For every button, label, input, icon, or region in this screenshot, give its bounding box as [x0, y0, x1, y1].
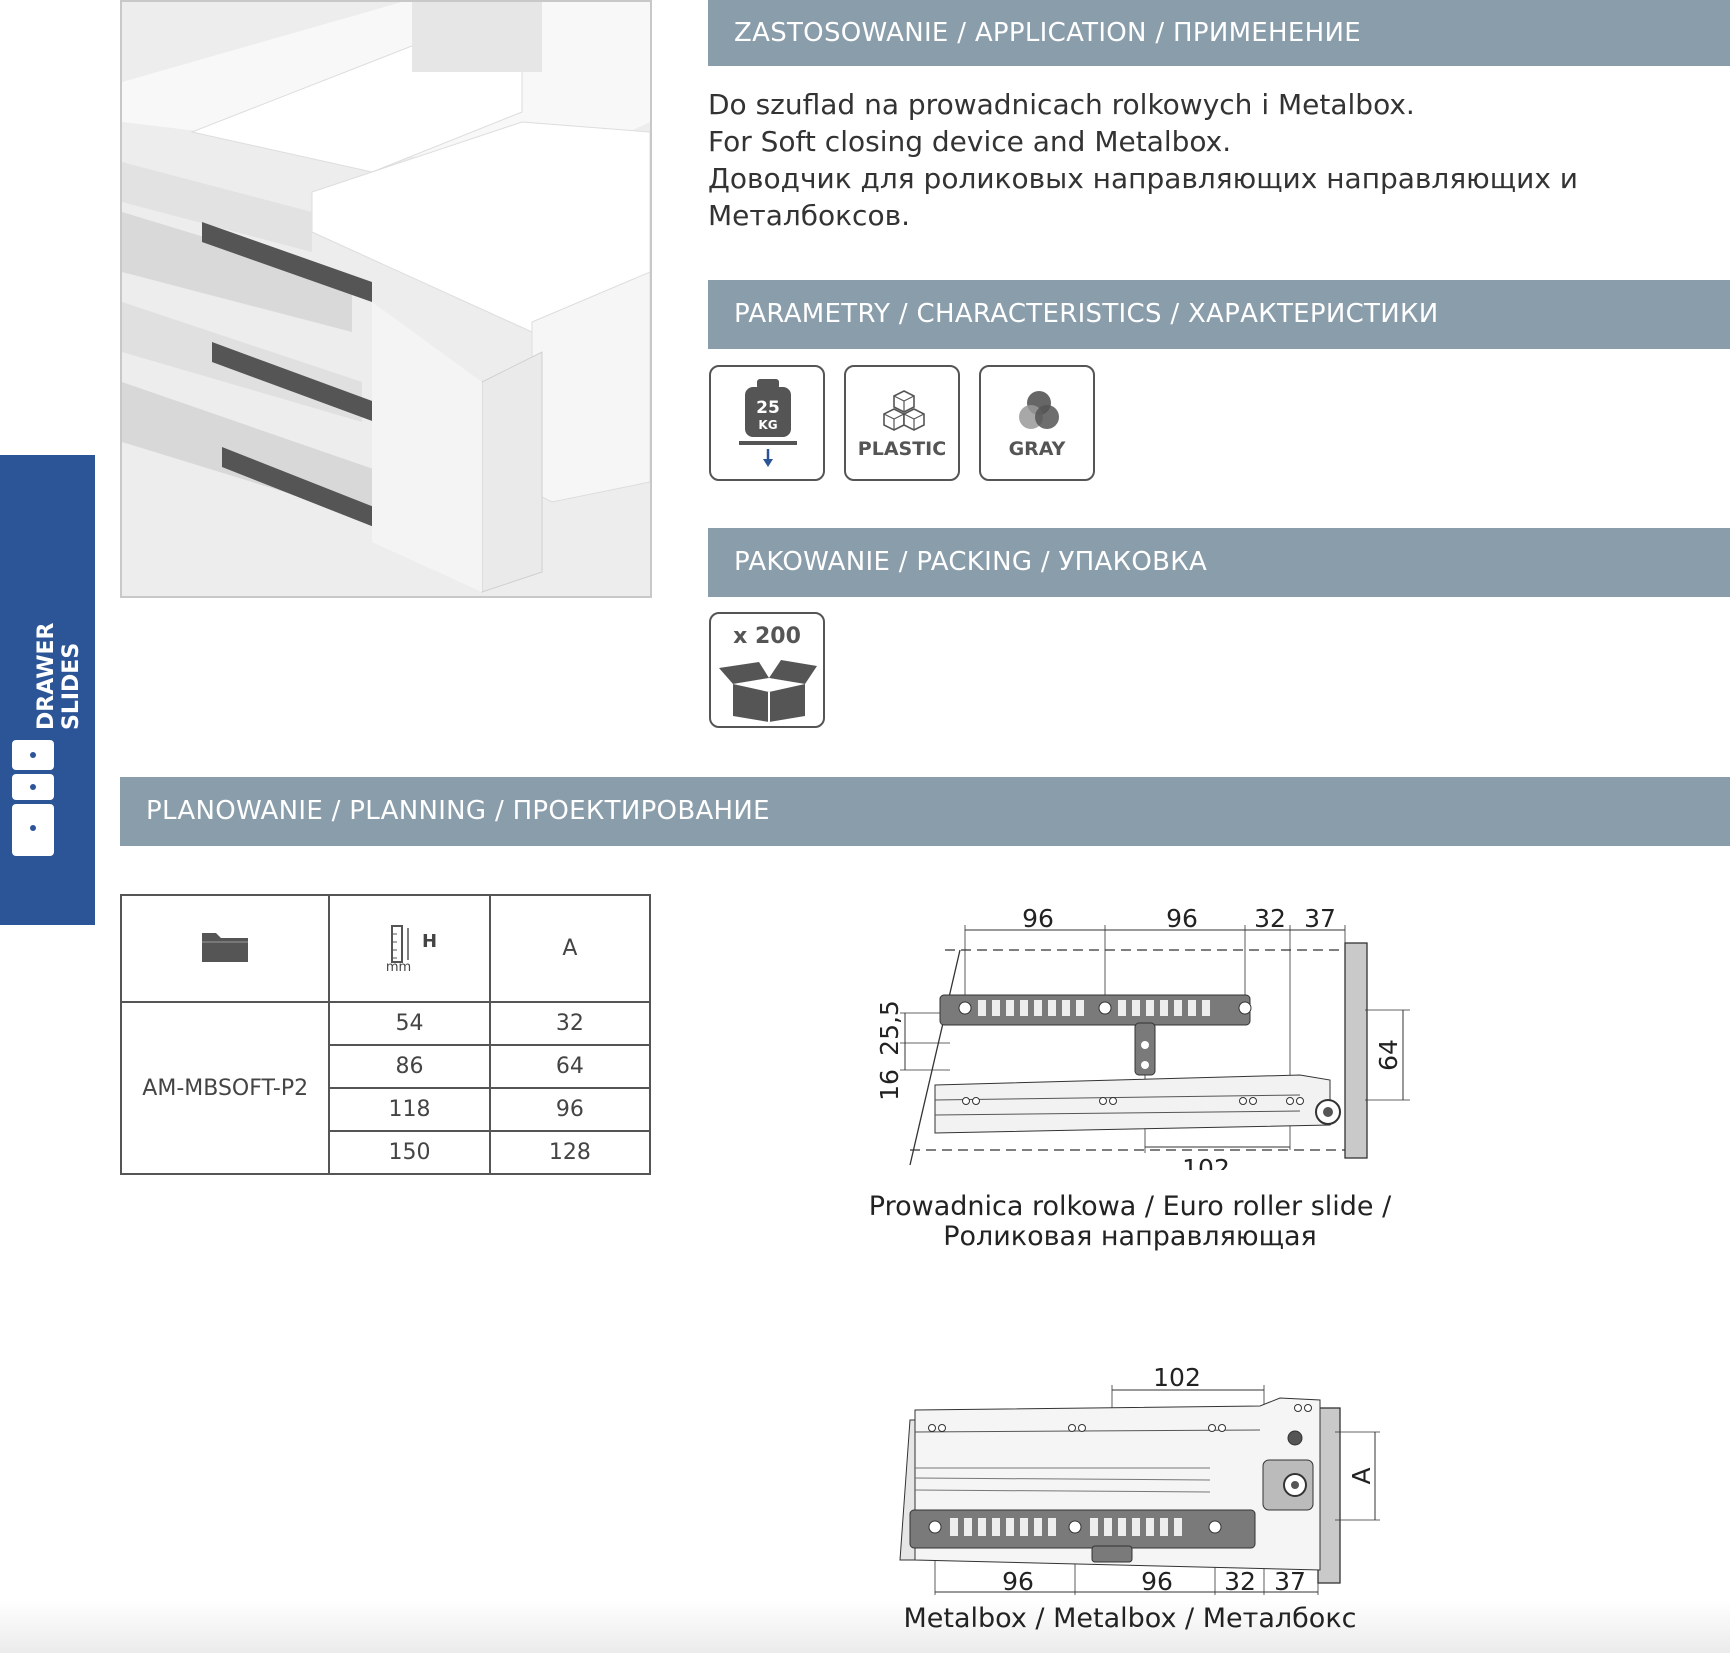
product-code: AM-MBSOFT-P2: [119, 1001, 331, 1175]
weight-icon: 25 KG: [739, 379, 797, 467]
table-cell-h: 86: [328, 1044, 491, 1089]
material-badge: PLASTIC: [844, 365, 960, 481]
dim-label: 96: [1166, 904, 1198, 933]
caption-line: Prowadnica rolkowa / Euro roller slide /: [868, 1191, 1392, 1222]
dim-label: 16: [875, 1069, 904, 1101]
color-badge: GRAY: [979, 365, 1095, 481]
application-header: ZASTOSOWANIE / APPLICATION / ПРИМЕНЕНИЕ: [708, 0, 1730, 66]
roller-slide-caption: Prowadnica rolkowa / Euro roller slide /…: [820, 1192, 1440, 1252]
table-cell-h: 54: [328, 1001, 491, 1046]
table-cell-a: 96: [488, 1087, 652, 1132]
characteristics-header: PARAMETRY / CHARACTERISTICS / ХАРАКТЕРИС…: [708, 280, 1730, 349]
metalbox-caption: Metalbox / Metalbox / Металбокс: [903, 1603, 1357, 1634]
color-label: GRAY: [1008, 438, 1066, 460]
sidebar-label: DRAWER SLIDES: [34, 622, 84, 730]
dim-label: 96: [1022, 904, 1054, 933]
height-header-cell: H mm: [328, 894, 491, 1003]
material-label: PLASTIC: [857, 438, 947, 460]
application-line: Доводчик для роликовых направляющих напр…: [708, 162, 1578, 232]
box-icon: [719, 660, 817, 722]
dim-label: 37: [1304, 904, 1336, 933]
application-line: Do szuflad na prowadnicach rolkowych i M…: [708, 88, 1415, 121]
mm-label: mm: [385, 960, 412, 975]
cubes-icon: [883, 390, 925, 431]
dim-label: 25,5: [875, 1000, 904, 1056]
packing-badge: x 200: [709, 612, 825, 728]
weight-badge: 25 KG: [709, 365, 825, 481]
table-cell-h: 150: [328, 1130, 491, 1175]
dim-label: 37: [1274, 1567, 1306, 1595]
folder-icon: [202, 932, 249, 962]
svg-text:25: 25: [756, 398, 780, 418]
caption-line: Роликовая направляющая: [943, 1221, 1317, 1252]
ruler-icon: [391, 924, 409, 963]
roller-slide-drawing: 96 96 32 37 25,5 16 64 102: [875, 904, 1410, 1170]
metalbox-drawing: 102 A 96 96 32 37: [899, 1363, 1380, 1595]
dim-label: 32: [1254, 904, 1286, 933]
drawer-icon: [12, 740, 54, 856]
dim-label: 64: [1374, 1039, 1403, 1071]
color-circles-icon: [1019, 391, 1059, 429]
dim-label: 32: [1224, 1567, 1256, 1595]
dim-label: 102: [1182, 1154, 1230, 1170]
table-cell-a: 32: [488, 1001, 652, 1046]
packing-quantity: x 200: [733, 624, 801, 649]
dim-label: 96: [1002, 1567, 1034, 1595]
svg-text:KG: KG: [758, 418, 777, 432]
application-text: Do szuflad na prowadnicach rolkowych i M…: [708, 86, 1730, 234]
height-label: H: [422, 930, 438, 952]
table-cell-a: 64: [488, 1044, 652, 1089]
dim-label: 96: [1141, 1567, 1173, 1595]
planning-header: PLANOWANIE / PLANNING / ПРОЕКТИРОВАНИЕ: [120, 777, 1730, 846]
folder-header-cell: [119, 894, 331, 1003]
table-cell-h: 118: [328, 1087, 491, 1132]
planning-table: H mm A AM-MBSOFT-P2 54 32 86 64 118 96 1…: [119, 894, 652, 1175]
packing-header: PAKOWANIE / PACKING / УПАКОВКА: [708, 528, 1730, 597]
a-header-cell: A: [488, 894, 652, 1003]
product-photo: [120, 0, 652, 598]
dim-label: 102: [1153, 1363, 1201, 1392]
table-cell-a: 128: [488, 1130, 652, 1175]
application-line: For Soft closing device and Metalbox.: [708, 125, 1232, 158]
dim-label: A: [1347, 1467, 1376, 1484]
